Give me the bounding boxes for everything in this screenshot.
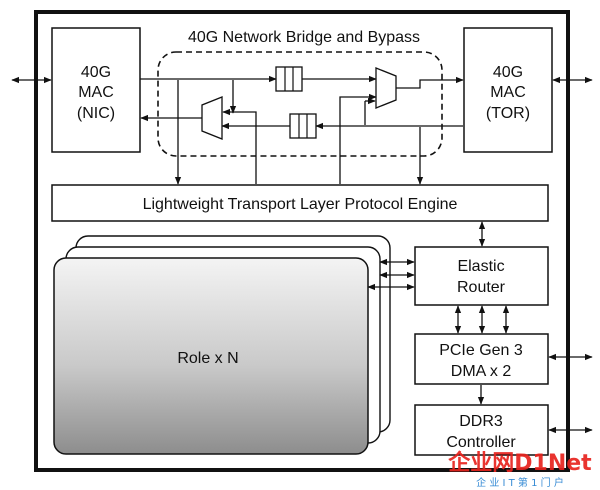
watermark-logo: 企业网D1Net 企 业 I T 第 1 门 户 [447, 450, 592, 489]
mux-to-tor-wire [396, 76, 464, 89]
bridge-title: 40G Network Bridge and Bypass [188, 29, 420, 46]
ltl-to-nic-mux-wire [222, 108, 257, 184]
watermark-sub: 企 业 I T 第 1 门 户 [476, 476, 564, 489]
pcie-line2: DMA x 2 [451, 363, 512, 380]
ddr-line2: Controller [446, 434, 516, 451]
ltl-engine-block: Lightweight Transport Layer Protocol Eng… [51, 184, 549, 222]
bridge-region [157, 51, 443, 157]
mac-nic-line2: MAC [78, 84, 114, 101]
mac-nic-block: 40G MAC (NIC) [51, 27, 141, 153]
elastic-router-block: Elastic Router [414, 246, 549, 306]
pcie-line1: PCIe Gen 3 [439, 342, 523, 359]
mac-tor-block: 40G MAC (TOR) [463, 27, 553, 153]
router-line2: Router [457, 279, 506, 296]
ltl-to-tor-mux-wire [339, 93, 377, 184]
mac-tor-line1: 40G [493, 64, 523, 81]
router-line1: Elastic [457, 258, 504, 275]
watermark-brand: 企业网D1Net [447, 450, 592, 476]
ddr-line1: DDR3 [459, 413, 503, 430]
role-label: Role x N [177, 350, 238, 367]
role-stack: Role x N [53, 235, 391, 455]
fifo-bottom-icon [289, 113, 317, 139]
ltl-engine-label: Lightweight Transport Layer Protocol Eng… [143, 196, 458, 213]
mac-tor-line3: (TOR) [486, 105, 530, 122]
role-card-front [53, 257, 369, 455]
mac-nic-line3: (NIC) [77, 105, 115, 122]
ddr3-controller-block: DDR3 Controller [414, 404, 549, 456]
mux-bottom-icon [201, 96, 223, 140]
pcie-dma-block: PCIe Gen 3 DMA x 2 [414, 333, 549, 385]
mac-tor-line2: MAC [490, 84, 526, 101]
fifo-top-icon [275, 66, 303, 92]
mac-nic-line1: 40G [81, 64, 111, 81]
